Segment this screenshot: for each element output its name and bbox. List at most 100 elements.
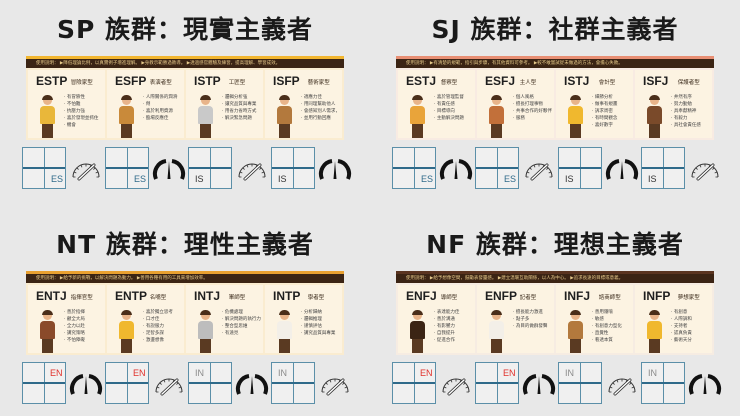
type-role: 導師型 (440, 295, 458, 301)
trait-item: 有創意 (671, 309, 692, 316)
type-role: 會計型 (598, 80, 616, 86)
quadrant-grid-icon: EN (475, 362, 519, 404)
type-role: 軍師型 (228, 295, 246, 301)
trait-item: 擅長打理事物 (513, 101, 552, 108)
type-role: 指揮官型 (70, 295, 93, 301)
trait-item: 用同理幫助他人 (301, 101, 340, 108)
temperament-label: IS (195, 174, 204, 184)
type-role: 督察型 (440, 80, 458, 86)
trait-item: 抗壓力強 (64, 108, 98, 115)
person-illustration-icon (406, 95, 430, 138)
gauge-speedometer-icon (522, 155, 556, 181)
temperament-quadrant-sp: SP 族群：現實主義者 使用說明： ▶降低理論比例，以真實例子增進理解。 ▶身教… (0, 0, 370, 208)
type-role: 主人型 (519, 80, 537, 86)
trait-item: 擅長能力激進 (513, 309, 547, 316)
gauge-bold-icon (235, 370, 269, 396)
personality-card-infp: INFP 夢想家型 有創意人際調和支持者認真負責藝術天分 (635, 285, 712, 353)
trait-item: 喜好數字 (592, 122, 617, 129)
trait-list: 危機處理解決問題的執行力整合型思維有遠見 (222, 309, 261, 337)
trait-item: 直覺性 (592, 330, 622, 337)
trait-item: 不怕難 (64, 101, 98, 108)
trait-list: 擅長能力激進點子多為目的做群發聲 (513, 309, 548, 330)
gauge-bold-icon (605, 155, 639, 181)
trait-list: 表達能力佳善於溝通有影響力自我提升促進合作 (434, 309, 460, 344)
quadrant-grid-icon: IN (271, 362, 315, 404)
trait-item: 訴求周密 (592, 108, 617, 115)
trait-item: 共事合作的好夥伴 (513, 108, 552, 115)
trait-item: 井然有序 (671, 94, 701, 101)
trait-list: 喜於獨立思考口才佳有說服力足智多謀激盪想像 (143, 309, 173, 344)
trait-list: 個人風格擅長打理事物共事合作的好夥伴服務 (513, 94, 552, 122)
trait-item: 點子多 (513, 316, 547, 323)
type-code: ENTJ (36, 289, 67, 303)
trait-item: 有說服力 (143, 323, 173, 330)
trait-item: 支持者 (671, 323, 692, 330)
personality-card-enfj: ENFJ 導師型 表達能力佳善於溝通有影響力自我提升促進合作 (398, 285, 475, 353)
accent-line (396, 271, 714, 274)
temperament-label: IN (195, 368, 204, 378)
quadrant-grid-icon: IS (641, 147, 685, 189)
type-code: ISTJ (564, 74, 590, 88)
person-illustration-icon (643, 95, 667, 138)
person-illustration-icon (485, 310, 509, 353)
trait-list: 善用隱喻敏感有創意力型化直覺性看透本質 (592, 309, 622, 344)
trait-item: 有冒險性 (64, 94, 98, 101)
accent-line (26, 271, 344, 274)
gauge-speedometer-icon (152, 370, 186, 396)
trait-item: 做事有規畫 (592, 101, 618, 108)
trait-item: 有創意力型化 (592, 323, 622, 330)
type-role: 記者型 (519, 295, 537, 301)
trait-item: 邏輯分析強 (222, 94, 256, 101)
trait-item: 並用行動回應 (301, 115, 340, 122)
accent-line (26, 56, 344, 59)
person-illustration-icon (564, 95, 588, 138)
trait-item: 具社會責任感 (671, 122, 701, 129)
gauge-speedometer-icon (688, 155, 722, 181)
type-role: 保護者型 (677, 80, 700, 86)
trait-item: 解決緊急問題 (222, 115, 256, 122)
trait-item: 讓究品質與專業 (222, 101, 257, 108)
type-role: 工匠型 (228, 80, 246, 86)
type-role: 藝術家型 (307, 80, 330, 86)
trait-item: 喜於利用資源 (143, 108, 177, 115)
personality-card-intp: INTP 學者型 分析歸納邏輯推理謹慎評估講究品質與專業 (265, 285, 342, 353)
type-code: ISTP (194, 74, 221, 88)
personality-card-enfp: ENFP 記者型 擅長能力激進點子多為目的做群發聲 (477, 285, 554, 353)
trait-item: 表達能力佳 (434, 309, 460, 316)
gauge-speedometer-icon (605, 370, 639, 396)
personality-card-estp: ESTP 冒險家型 有冒險性不怕難抗壓力強喜於發現並抓住機會 (28, 70, 105, 138)
quadrant-title: NT 族群：理性主義者 (56, 230, 314, 259)
quadrant-title: NF 族群：理想主義者 (426, 230, 684, 259)
temperament-quadrant-nf: NF 族群：理想主義者 使用說明： ▶給予想像空間，鼓勵表發靈感。 ▶建立溫暖互… (370, 215, 740, 416)
temperament-label: IS (278, 174, 287, 184)
temperament-quadrant-nt: NT 族群：理性主義者 使用說明： ▶給予新的挑戰，以解決問題為動力。 ▶善用各… (0, 215, 370, 416)
trait-item: 激盪想像 (143, 337, 173, 344)
temperament-label: IN (278, 368, 287, 378)
type-code: ENFP (485, 289, 518, 303)
personality-card-esfj: ESFJ 主人型 個人風格擅長打理事物共事合作的好夥伴服務 (477, 70, 554, 138)
quadrant-grid-icon: EN (392, 362, 436, 404)
trait-item: 會感知別人需求， (301, 108, 340, 115)
personality-cards: ENFJ 導師型 表達能力佳善於溝通有影響力自我提升促進合作 ENFP 記者型 … (398, 285, 712, 353)
gauge-speedometer-icon (318, 370, 352, 396)
type-code: ESFP (115, 74, 147, 88)
trait-item: 講究品質與專業 (301, 330, 336, 337)
personality-card-istj: ISTJ 會計型 細節分析做事有規畫訴求周密有時間觀念喜好數字 (556, 70, 633, 138)
usage-banner: 使用說明： ▶給予新的挑戰，以解決問題為動力。 ▶善用各種有用的工具來增加效率。 (26, 274, 344, 283)
trait-item: 認真負責 (671, 330, 692, 337)
trait-item: 服務 (513, 115, 552, 122)
trait-item: 有責任感 (434, 101, 464, 108)
trait-item: 講究策略 (64, 330, 85, 337)
personality-card-isfp: ISFP 藝術家型 適應力佳用同理幫助他人會感知別人需求，並用行動回應 (265, 70, 342, 138)
personality-card-intj: INTJ 軍師型 危機處理解決問題的執行力整合型思維有遠見 (186, 285, 263, 353)
infographic-panel: 使用說明： ▶給予新的挑戰，以解決問題為動力。 ▶善用各種有用的工具來增加效率。… (26, 271, 344, 355)
gauge-bold-icon (69, 370, 103, 396)
temperament-label: EN (503, 368, 516, 378)
personality-card-isfj: ISFJ 保護者型 井然有序努力勤勉具奉獻精神有毅力具社會責任感 (635, 70, 712, 138)
usage-banner: 使用說明： ▶給予想像空間，鼓勵表發靈感。 ▶建立溫暖互助關係，以人為中心。 ▶… (396, 274, 714, 283)
usage-banner: 使用說明： ▶降低理論比例，以真實例子增進理解。 ▶身教示範勝過教導。 ▶透過感… (26, 59, 344, 68)
trait-item: 劑 (143, 101, 177, 108)
trait-item: 促進合作 (434, 337, 459, 344)
trait-item: 邏輯推理 (301, 316, 335, 323)
person-illustration-icon (36, 310, 60, 353)
